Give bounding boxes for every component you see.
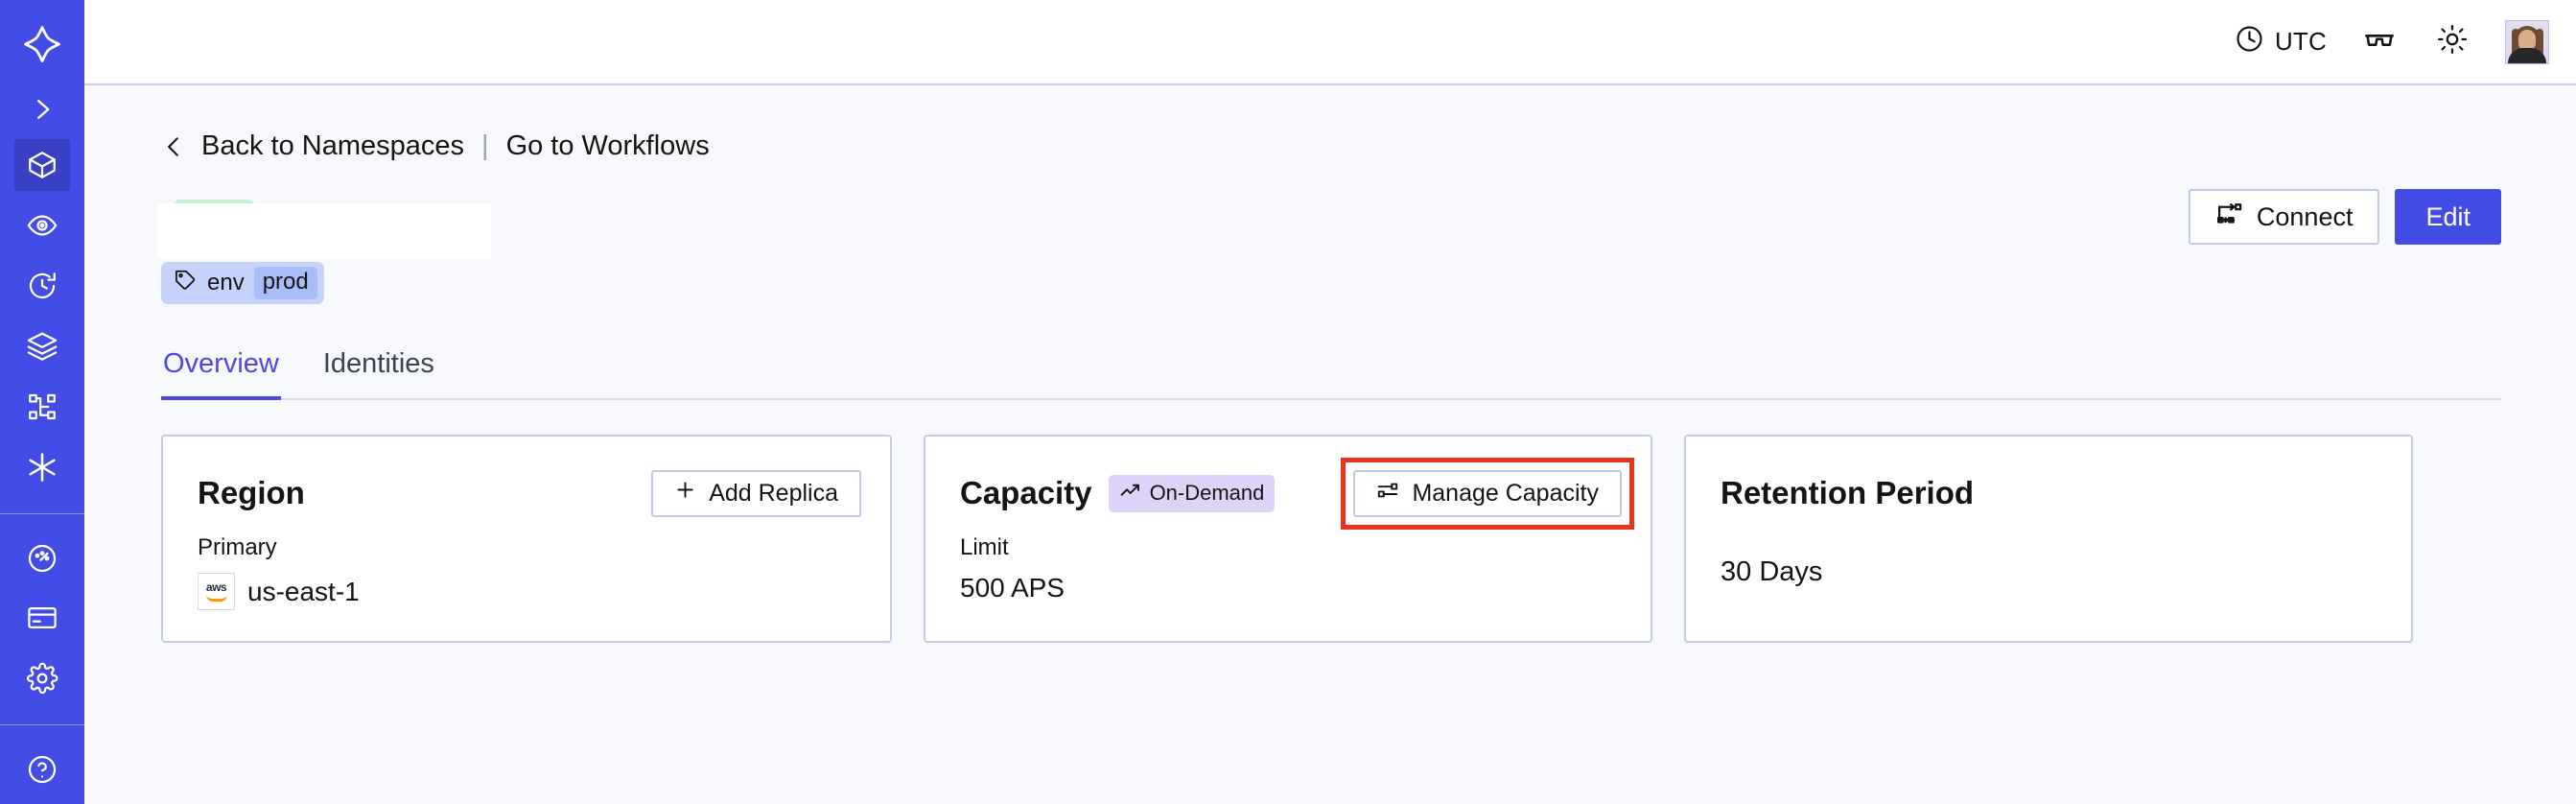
capacity-card-title: Capacity	[960, 475, 1092, 510]
timezone-selector[interactable]: UTC	[2235, 24, 2327, 60]
region-primary-value: us-east-1	[247, 576, 360, 606]
avatar-hair-right	[2536, 28, 2543, 56]
tab-identities[interactable]: Identities	[322, 348, 434, 379]
chevron-right-icon	[28, 95, 57, 124]
gauge-icon	[26, 542, 59, 575]
overview-cards: Region Add Replica	[161, 435, 2501, 643]
sidebar-item-namespaces[interactable]	[14, 139, 70, 192]
capacity-mode-label: On-Demand	[1149, 481, 1265, 505]
avatar-body	[2508, 47, 2546, 63]
gear-icon	[26, 662, 59, 695]
region-card-header: Region Add Replica	[198, 465, 861, 521]
connect-button-label: Connect	[2256, 201, 2354, 231]
help-circle-icon	[26, 753, 59, 786]
avatar-face	[2518, 29, 2536, 51]
sidebar-expand-button[interactable]	[0, 79, 84, 139]
aws-logo-icon: aws	[198, 573, 235, 610]
namespace-tags: env prod	[161, 262, 2501, 304]
temporal-logo-button[interactable]	[0, 8, 84, 79]
sidebar-item-schedules[interactable]	[14, 260, 70, 312]
theme-toggle-button[interactable]	[2432, 22, 2472, 62]
sitemap-icon	[26, 390, 59, 423]
clock-icon	[2235, 24, 2264, 60]
page-content: Back to Namespaces | Go to Workflows Act…	[84, 85, 2576, 804]
clock-arrow-icon	[26, 270, 59, 302]
sidebar-item-settings[interactable]	[14, 652, 70, 704]
tag-value: prod	[253, 267, 317, 299]
cube-icon	[26, 149, 59, 181]
credit-card-icon	[26, 602, 59, 634]
region-card: Region Add Replica	[161, 435, 892, 643]
layers-icon	[26, 330, 59, 363]
plus-icon	[674, 479, 696, 508]
readonly-mode-button[interactable]	[2359, 22, 2400, 62]
edit-button[interactable]: Edit	[2395, 189, 2501, 245]
retention-value: 30 Days	[1721, 556, 1823, 587]
retention-card-header: Retention Period	[1721, 465, 2382, 521]
capacity-card: Capacity On-Demand	[924, 435, 1652, 643]
breadcrumb-back-link[interactable]: Back to Namespaces	[201, 130, 465, 161]
glasses-icon	[2363, 23, 2396, 60]
sidebar-item-workflows[interactable]	[14, 200, 70, 251]
breadcrumb-separator: |	[481, 130, 489, 161]
capacity-mode-badge: On-Demand	[1108, 474, 1276, 512]
retention-card-title: Retention Period	[1721, 475, 1975, 510]
avatar-hair-left	[2512, 28, 2519, 56]
tag-icon	[174, 268, 198, 298]
sidebar-item-usage[interactable]	[14, 532, 70, 584]
top-bar-actions: UTC	[2235, 19, 2549, 64]
connect-button[interactable]: Connect	[2188, 189, 2380, 245]
capacity-limit-label: Limit	[960, 534, 1009, 560]
manage-capacity-button[interactable]: Manage Capacity	[1353, 469, 1622, 517]
tab-overview[interactable]: Overview	[161, 343, 281, 400]
namespace-header: Active	[157, 189, 2501, 259]
capacity-limit-value: 500 APS	[960, 573, 1065, 603]
capacity-card-action: Manage Capacity	[1341, 457, 1634, 530]
eye-icon	[26, 209, 59, 242]
temporal-logo-icon	[22, 23, 62, 63]
primary-sidebar	[0, 0, 84, 804]
redaction-overlay	[157, 203, 491, 259]
tag-chip-env[interactable]: env prod	[161, 262, 324, 304]
sun-icon	[2437, 24, 2468, 59]
breadcrumb: Back to Namespaces | Go to Workflows	[161, 130, 2501, 162]
tag-key: env	[207, 270, 245, 296]
aws-logo-text: aws	[205, 580, 227, 594]
top-bar: UTC	[84, 0, 2576, 85]
edit-button-label: Edit	[2425, 201, 2471, 231]
sidebar-item-billing[interactable]	[14, 592, 70, 644]
trending-up-icon	[1119, 480, 1141, 508]
timezone-label: UTC	[2274, 27, 2327, 56]
retention-card: Retention Period 30 Days	[1684, 435, 2413, 643]
namespace-actions: Connect Edit	[2188, 189, 2501, 245]
main-column: UTC	[84, 0, 2576, 804]
chevron-left-icon[interactable]	[161, 131, 186, 162]
workflow-connect-icon	[2215, 200, 2243, 234]
region-card-action: Add Replica	[651, 469, 861, 517]
user-avatar[interactable]	[2505, 19, 2549, 64]
capacity-card-header: Capacity On-Demand	[960, 457, 1634, 530]
add-replica-label: Add Replica	[709, 479, 838, 507]
sliders-icon	[1376, 479, 1399, 508]
sidebar-item-help[interactable]	[14, 744, 70, 795]
tab-bar: Overview Identities	[161, 343, 2501, 400]
sidebar-item-integrations[interactable]	[14, 441, 70, 493]
add-replica-button[interactable]: Add Replica	[651, 469, 861, 517]
manage-capacity-label: Manage Capacity	[1412, 479, 1599, 507]
aws-logo-swoosh	[205, 595, 227, 602]
sidebar-item-nexus[interactable]	[14, 381, 70, 433]
region-primary-label: Primary	[198, 534, 277, 560]
sidebar-item-batch-operations[interactable]	[14, 320, 70, 372]
region-card-title: Region	[198, 475, 305, 510]
sidebar-divider-lower	[0, 724, 84, 726]
region-primary-value-row: aws us-east-1	[198, 573, 861, 610]
breadcrumb-workflows-link[interactable]: Go to Workflows	[505, 130, 710, 161]
sidebar-divider-upper	[0, 512, 84, 514]
asterisk-icon	[25, 450, 59, 485]
